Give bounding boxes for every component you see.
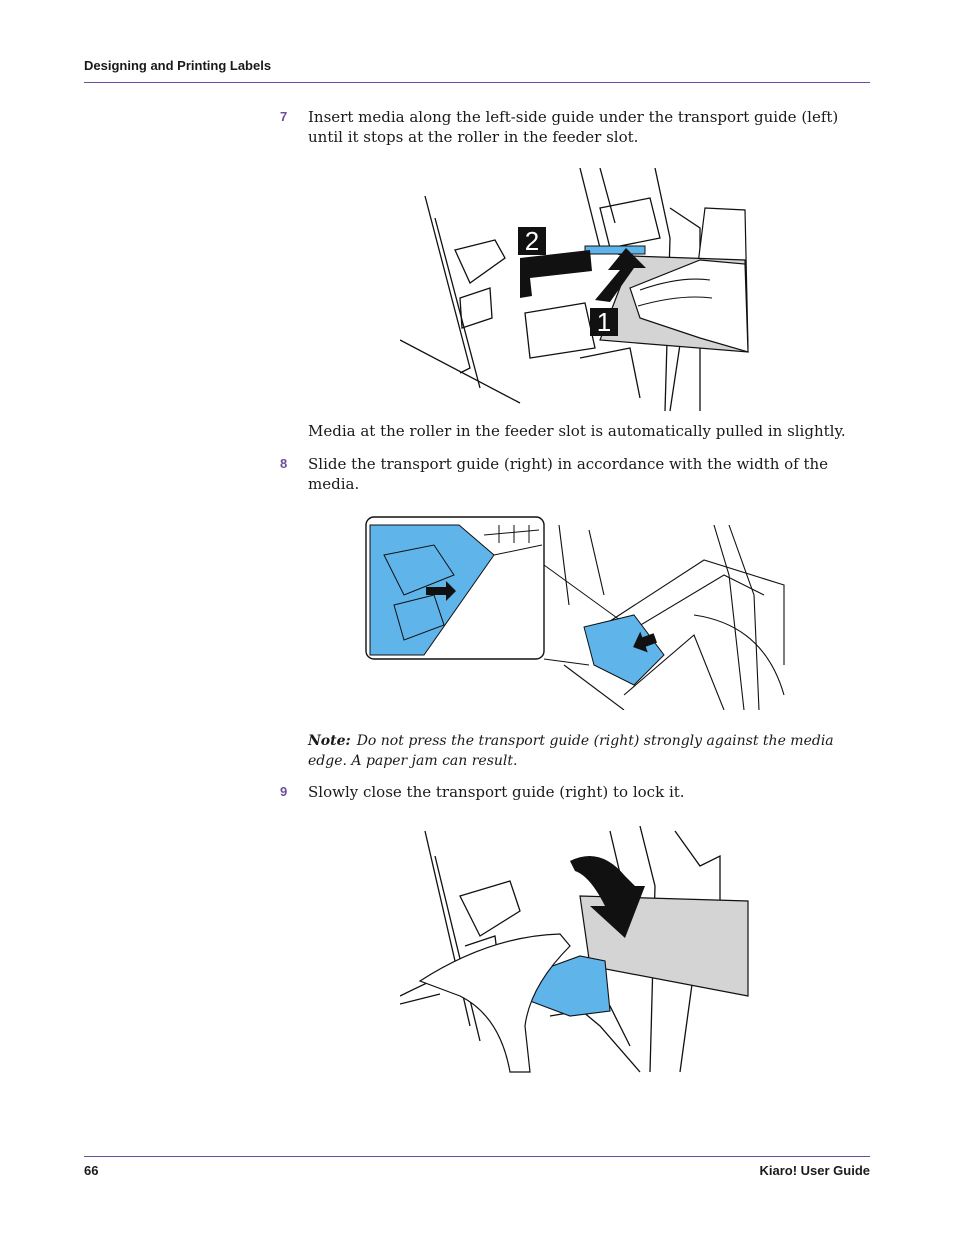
step-number: 8 xyxy=(280,456,288,471)
note-paper-jam: Note:Do not press the transport guide (r… xyxy=(308,731,870,771)
step-text: Slowly close the transport guide (right)… xyxy=(308,783,685,801)
guide-title: Kiaro! User Guide xyxy=(759,1163,870,1178)
step-text: Slide the transport guide (right) in acc… xyxy=(308,455,829,493)
arrow-down-curved xyxy=(570,856,645,938)
arrow-slide xyxy=(633,631,657,653)
section-title: Designing and Printing Labels xyxy=(84,58,272,73)
callout-2: 2 xyxy=(525,226,539,256)
callout-1: 1 xyxy=(597,307,611,337)
paragraph-media-pulled: Media at the roller in the feeder slot i… xyxy=(308,422,846,440)
hand xyxy=(629,259,749,353)
figure-close-guide xyxy=(400,826,749,1073)
step-text: Insert media along the left-side guide u… xyxy=(308,108,839,146)
arrow-right-small xyxy=(426,581,456,601)
guide-blue-strip xyxy=(584,245,646,255)
note-label: Note: xyxy=(308,733,351,749)
step-number: 7 xyxy=(280,109,288,124)
figure-insert-media: 2 1 xyxy=(400,168,749,412)
note-text: Do not press the transport guide (right)… xyxy=(308,733,834,769)
figure-slide-guide xyxy=(365,516,785,710)
arrow-left xyxy=(520,250,592,298)
page-number: 66 xyxy=(84,1163,99,1178)
page-header: Designing and Printing Labels xyxy=(84,58,870,83)
callout-1-box xyxy=(590,308,618,336)
hand xyxy=(418,933,571,1073)
step-number: 9 xyxy=(280,784,288,799)
callout-2-box xyxy=(518,227,546,255)
arrow-up xyxy=(595,248,646,302)
transport-guide-right xyxy=(583,614,665,686)
page-footer: 66 Kiaro! User Guide xyxy=(84,1156,870,1178)
